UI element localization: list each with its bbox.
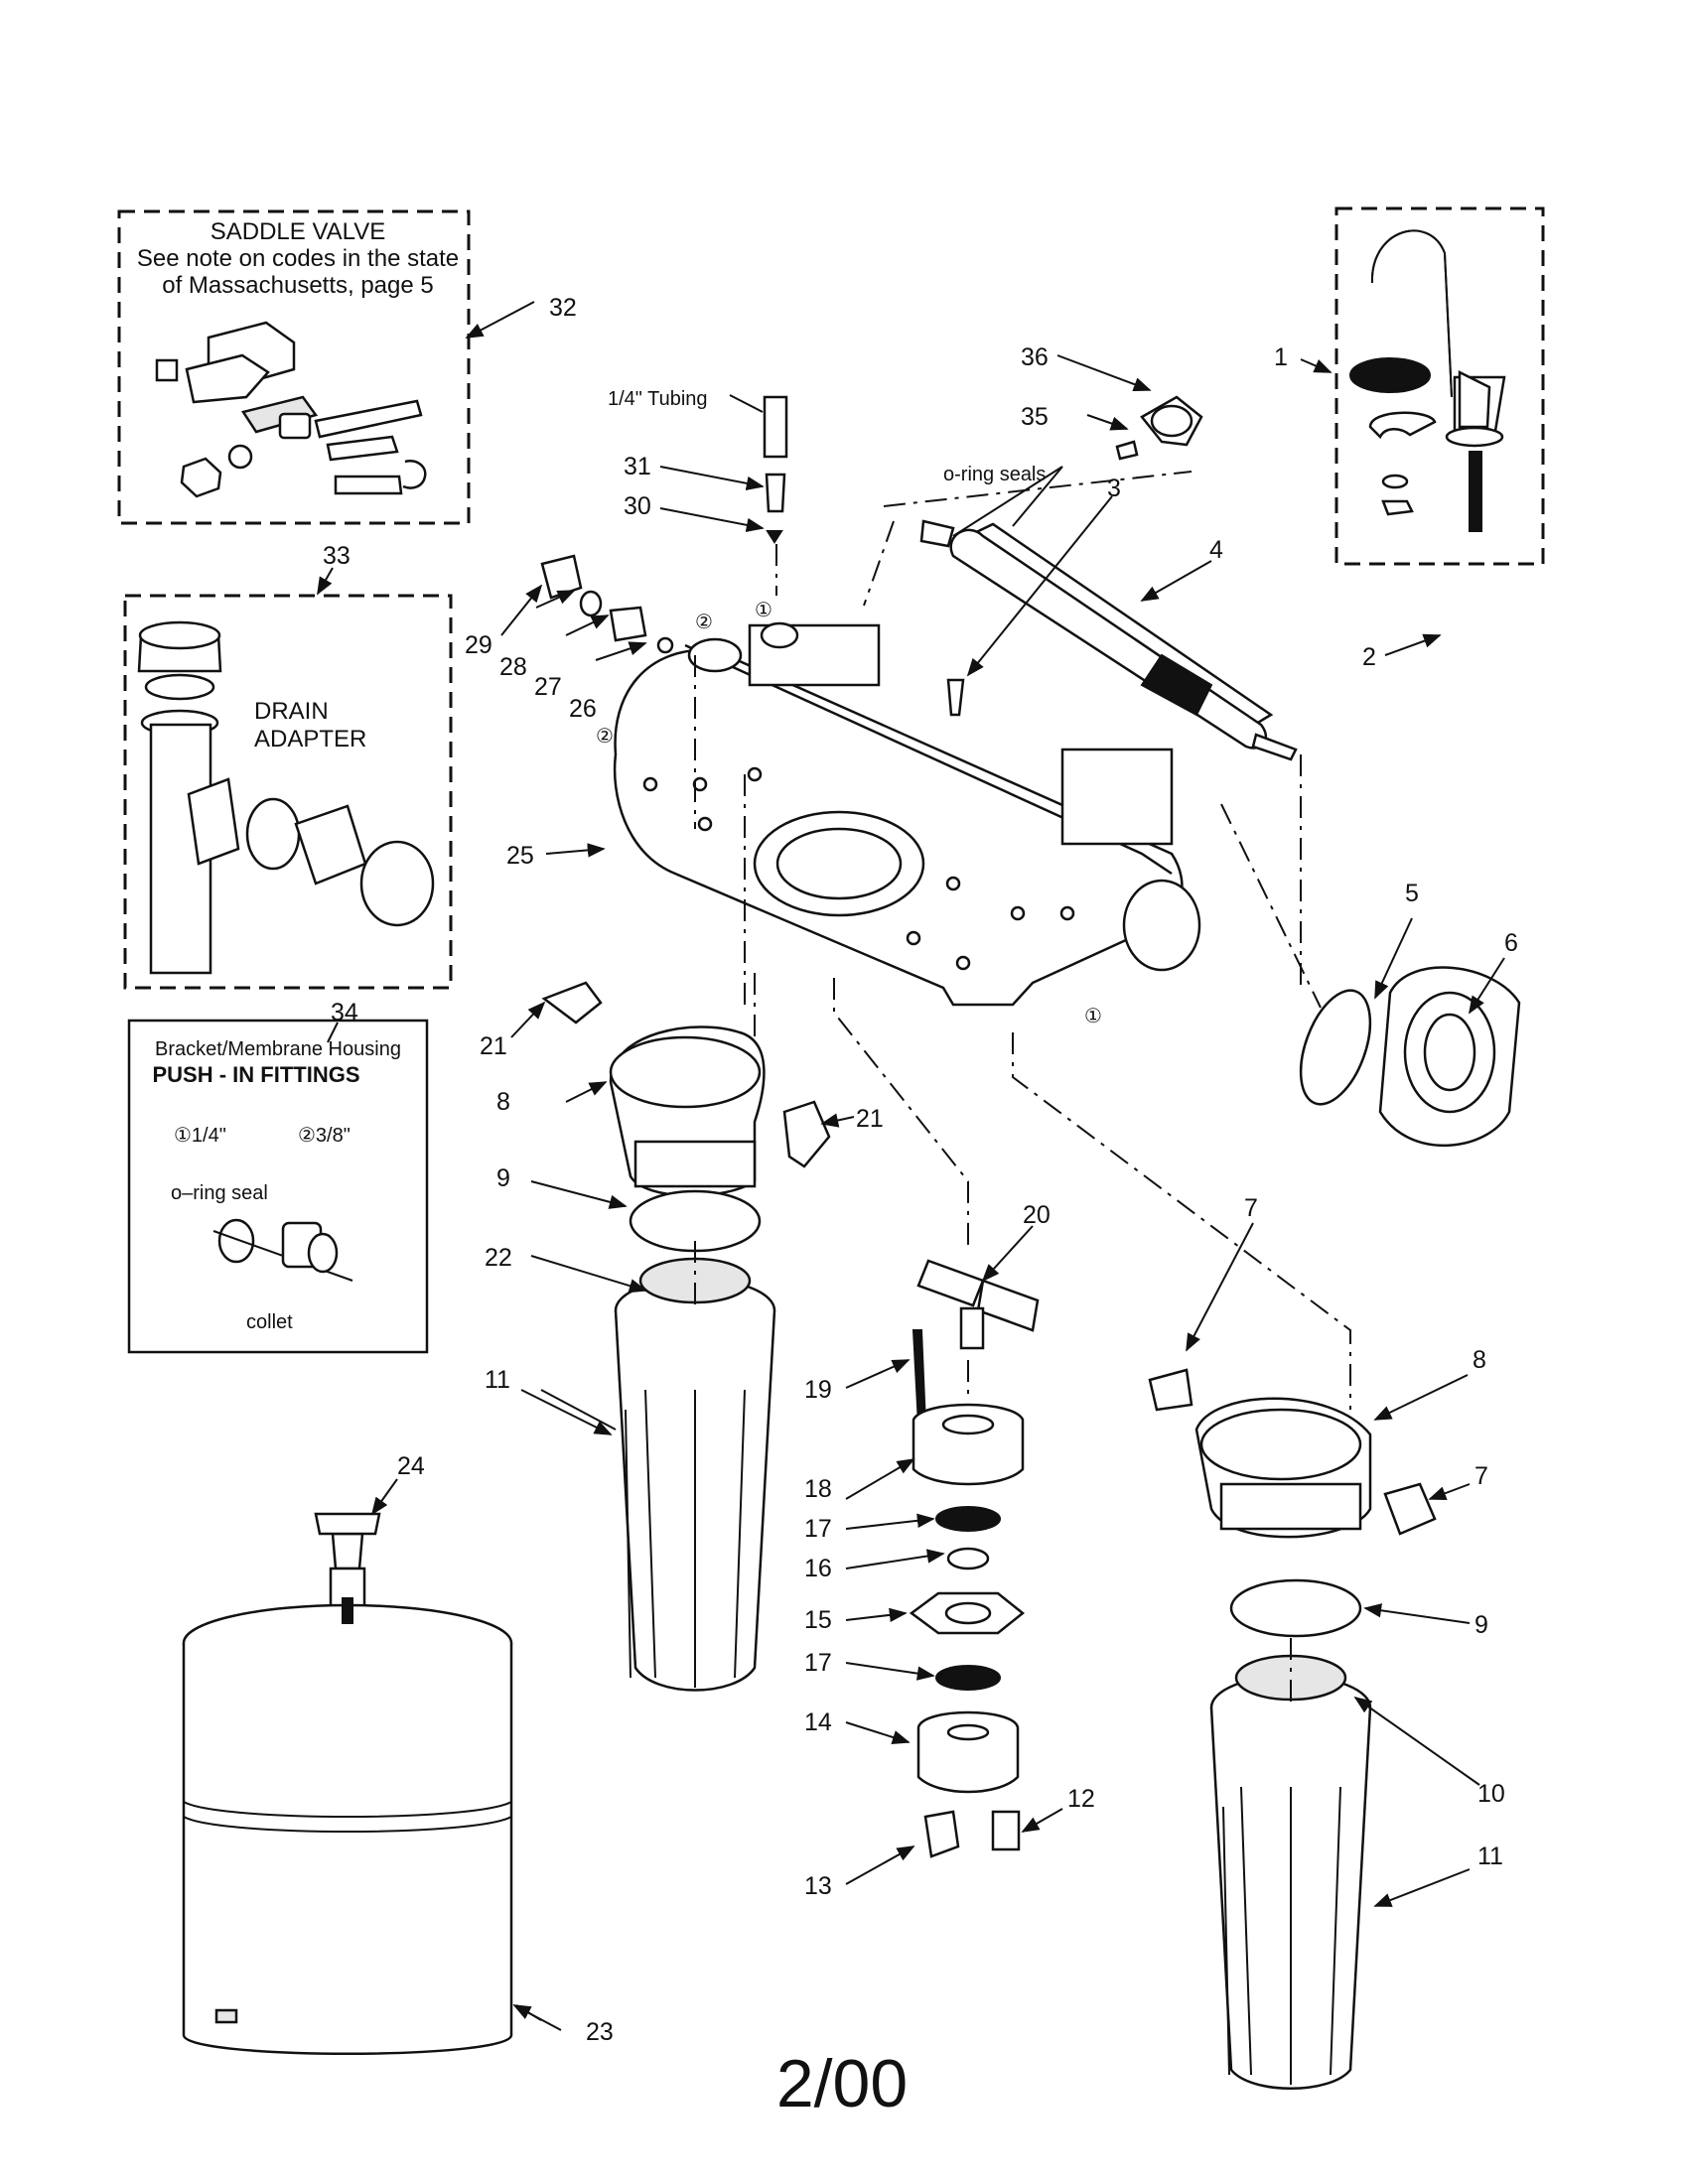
saddle-valve-note-line1: See note on codes in the state	[137, 245, 459, 272]
callout-leaders	[317, 301, 1505, 2031]
left-filter-cap	[541, 981, 831, 1197]
callout-27: 27	[534, 673, 562, 701]
callout-31: 31	[624, 453, 651, 480]
callout-7b: 7	[1474, 1462, 1488, 1490]
saddle-valve-parts	[155, 321, 427, 498]
callout-32: 32	[549, 294, 577, 322]
callout-11a: 11	[485, 1366, 510, 1394]
callout-19: 19	[804, 1376, 832, 1404]
tubing-assembly	[540, 395, 788, 654]
callout-3: 3	[1107, 475, 1121, 502]
faucet-parts	[1349, 229, 1506, 532]
callout-14: 14	[804, 1708, 832, 1736]
end-cap-assembly	[1299, 966, 1521, 1147]
callout-2: 2	[1362, 643, 1376, 671]
fitting-marker-1b: ①	[1084, 1006, 1102, 1027]
callout-21b: 21	[856, 1105, 884, 1133]
right-filter-sump	[1209, 1654, 1372, 2090]
faucet-box	[1334, 206, 1545, 566]
callout-16: 16	[804, 1555, 832, 1582]
callout-26: 26	[569, 695, 597, 723]
fitting-marker-2b: ②	[596, 726, 614, 748]
callout-24: 24	[397, 1452, 425, 1480]
membrane-bracket	[613, 621, 1201, 1007]
membrane-housing-box: Bracket/Membrane Housing PUSH - IN FITTI…	[127, 1019, 429, 1354]
callout-1: 1	[1274, 343, 1288, 371]
collet-label: collet	[246, 1311, 293, 1333]
callout-13: 13	[804, 1872, 832, 1900]
callout-8b: 8	[1473, 1346, 1486, 1374]
drain-adapter-parts	[137, 620, 435, 975]
left-filter-sump	[614, 1257, 776, 1692]
callout-30: 30	[624, 492, 651, 520]
callout-10: 10	[1477, 1780, 1505, 1808]
right-filter-cap	[1148, 1368, 1437, 1539]
callout-8a: 8	[496, 1088, 510, 1116]
drain-adapter-box: DRAIN ADAPTER	[123, 594, 453, 990]
callout-7a: 7	[1244, 1194, 1258, 1222]
storage-tank	[182, 1512, 513, 2055]
callout-6: 6	[1504, 929, 1518, 957]
callout-23: 23	[586, 2018, 614, 2046]
fitting-three-eighths-inch: ②3/8"	[298, 1125, 351, 1147]
callout-5: 5	[1405, 880, 1419, 907]
fitting-marker-1a: ①	[755, 600, 772, 621]
callout-9a: 9	[496, 1164, 510, 1192]
callout-25: 25	[506, 842, 534, 870]
callout-11b: 11	[1477, 1843, 1503, 1870]
callout-34: 34	[331, 999, 358, 1026]
callout-labels: 1 2 3 4 5 6 7 7 8 8 9 9 10 11 11 12 13 1…	[323, 294, 1518, 2046]
membrane-housing-title: Bracket/Membrane Housing	[155, 1038, 401, 1060]
saddle-valve-box: SADDLE VALVE See note on codes in the st…	[117, 209, 471, 525]
drain-adapter-label-2: ADAPTER	[254, 726, 366, 752]
o-ring-icon	[217, 1218, 255, 1264]
saddle-valve-note-line2: of Massachusetts, page 5	[162, 272, 434, 299]
fitting-marker-2a: ②	[695, 612, 713, 633]
membrane-assembly	[919, 395, 1298, 761]
drain-adapter-label-1: DRAIN	[254, 698, 329, 725]
callout-21a: 21	[480, 1032, 507, 1060]
callout-18: 18	[804, 1475, 832, 1503]
callout-22: 22	[485, 1244, 512, 1272]
flow-restrictor-assembly	[909, 1259, 1040, 1858]
callout-33: 33	[323, 542, 351, 570]
callout-28: 28	[499, 653, 527, 681]
tubing-label: 1/4" Tubing	[608, 388, 708, 410]
assembly-lines	[694, 471, 1351, 1707]
push-in-fittings-title: PUSH - IN FITTINGS	[153, 1062, 360, 1087]
callout-36: 36	[1021, 343, 1049, 371]
revision-date: 2/00	[775, 2046, 909, 2121]
callout-9b: 9	[1474, 1611, 1488, 1639]
callout-17a: 17	[804, 1515, 832, 1543]
saddle-valve-title: SADDLE VALVE	[210, 218, 386, 245]
callout-20: 20	[1023, 1201, 1051, 1229]
right-oring	[1229, 1578, 1362, 1638]
callout-17b: 17	[804, 1649, 832, 1677]
callout-35: 35	[1021, 403, 1049, 431]
o-ring-seals-label: o-ring seals	[943, 464, 1046, 485]
o-ring-seal-label: o–ring seal	[171, 1182, 268, 1204]
callout-29: 29	[465, 631, 492, 659]
callout-4: 4	[1209, 536, 1223, 564]
fitting-quarter-inch: ①1/4"	[174, 1125, 226, 1147]
callout-15: 15	[804, 1606, 832, 1634]
callout-12: 12	[1067, 1785, 1095, 1813]
